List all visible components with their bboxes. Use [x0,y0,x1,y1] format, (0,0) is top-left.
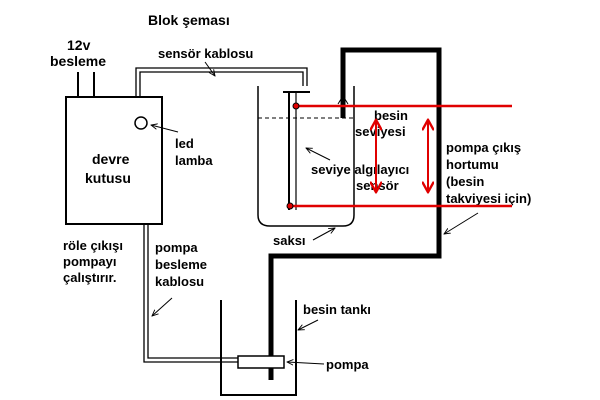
relay-line-1: röle çıkışı [63,238,123,253]
led-line-2: lamba [175,153,213,168]
box-line-2: kutusu [85,170,131,186]
pump-cable-line-1: pompa [155,240,198,255]
nutrient-level-line-1: besin [374,108,408,123]
led-arrow [151,125,179,133]
tank-label: besin tankı [303,302,371,317]
outlet-hose-arrow [444,212,479,234]
pot-label: saksı [273,233,306,248]
hose-outlet-tip [337,95,349,105]
level-sensor-line-2: sensör [356,178,399,193]
led-line-1: led [175,136,194,151]
tank-outline [220,300,297,396]
box-line-1: devre [92,151,130,167]
power-supply-label: 12v besleme [50,37,106,69]
relay-line-3: çalıştırır. [63,270,116,285]
pump-cable-line-3: kablosu [155,274,204,289]
supply-line-1: 12v [67,37,91,53]
level-sensor-arrow [306,148,331,161]
pump-cable [143,224,238,363]
red-upper-contact-dot [292,102,300,110]
pot-arrow [312,228,335,241]
red-lower-contact-dot [286,202,294,210]
outlet-hose-line-4: takviyesi için) [446,191,531,206]
diagram-title: Blok şeması [148,12,230,28]
outlet-hose-line-3: (besin [446,174,484,189]
circuit-box [65,96,163,225]
supply-line-2: besleme [50,53,106,69]
pump-arrow [287,362,325,364]
sensor-cable-arrow [204,61,215,76]
led-indicator [134,116,148,130]
outlet-hose-line-1: pompa çıkış [446,140,521,155]
pump-cable-arrow [152,297,173,316]
pump-cable-line-2: besleme [155,257,207,272]
tank-arrow [298,319,319,330]
pump-label: pompa [326,357,369,372]
pump-body [237,355,285,369]
outlet-hose [268,47,442,380]
level-sensor-probe [283,91,310,210]
nutrient-level-line-2: seviyesi [355,124,406,139]
red-annotations [286,102,512,210]
sensor-cable [135,67,308,97]
outlet-hose-line-2: hortumu [446,157,499,172]
relay-line-2: pompayı [63,254,116,269]
pot-outline [257,86,355,227]
level-sensor-line-1: seviye algılayıcı [311,162,409,177]
power-leads [77,72,95,97]
sensor-cable-label: sensör kablosu [158,46,253,61]
